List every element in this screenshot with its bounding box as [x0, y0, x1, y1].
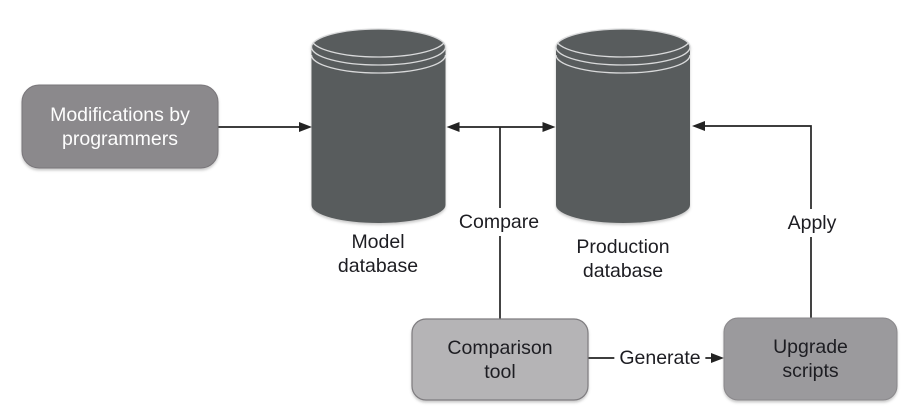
model-database-label: Model database	[337, 231, 419, 277]
model-database-cylinder	[310, 28, 447, 223]
apply-connector	[692, 121, 812, 318]
db-cylinder-body	[556, 29, 690, 223]
db-cylinder-top	[555, 28, 691, 66]
generate-label: Generate	[614, 344, 706, 372]
arrow-model-production-bidirectional	[446, 122, 556, 132]
production-database-label: Production database	[576, 236, 670, 282]
compare-label: Compare	[453, 208, 545, 236]
production-database-cylinder	[555, 28, 691, 223]
upgrade-scripts-box	[723, 317, 898, 401]
arrow-modifications-to-model-db	[218, 122, 312, 132]
arrowhead-left-icon	[446, 122, 460, 132]
db-cylinder-body	[311, 29, 446, 223]
arrowhead-right-icon	[711, 353, 724, 363]
db-cylinder-top	[310, 28, 447, 66]
arrowhead-right-icon	[542, 122, 556, 132]
arrowhead-left-icon	[692, 121, 705, 131]
upgrade-scripts-label: Upgrade scripts	[773, 336, 848, 382]
db-cylinder-rings	[556, 38, 690, 74]
comparison-tool-label: Comparison tool	[447, 336, 553, 383]
modifications-box	[21, 84, 219, 169]
apply-label: Apply	[782, 209, 842, 237]
comparison-tool-box	[411, 318, 589, 401]
arrowhead-right-icon	[299, 122, 312, 132]
modifications-label: Modifications by programmers	[50, 103, 190, 150]
db-cylinder-rings	[311, 38, 446, 74]
